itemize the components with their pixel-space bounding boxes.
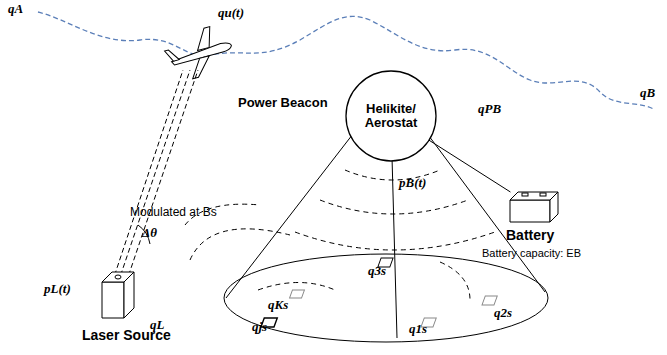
laser-source-box: Laser Source xyxy=(72,268,192,352)
angle-label: Δθ xyxy=(142,226,157,240)
waypoint-label: qA xyxy=(8,2,23,16)
laser-beam xyxy=(112,70,198,283)
wave-fronts xyxy=(185,170,495,300)
sensor-label: qKs xyxy=(268,298,288,312)
node-title: Helikite/ Aerostat xyxy=(352,102,430,131)
uav-trajectory xyxy=(38,12,655,110)
component-label: Power Beacon xyxy=(238,96,328,110)
sensor-label: q3s xyxy=(368,264,386,278)
power-beam-cone xyxy=(224,130,548,342)
sensor-icons xyxy=(261,258,497,327)
sensor-label: qjs xyxy=(252,320,267,334)
tether-line xyxy=(429,140,510,192)
power-label: pB(t) xyxy=(399,176,426,190)
sensor-label: q2s xyxy=(494,306,512,320)
power-label: pL(t) xyxy=(44,282,71,296)
sensor-label: q1s xyxy=(409,322,427,336)
battery-box: BatteryBattery capacity: EB xyxy=(482,190,632,266)
beacon-position-label: qPB xyxy=(478,102,501,116)
node-title: Battery xyxy=(506,228,554,243)
position-label: qL xyxy=(150,318,164,332)
uav-icon xyxy=(161,22,237,84)
waypoint-label: qB xyxy=(640,86,655,100)
uav-position-label: qu(t) xyxy=(218,6,244,20)
helikite-circle: Helikite/ Aerostat xyxy=(345,70,437,162)
modulation-note: Modulated at Bs xyxy=(130,206,217,219)
node-note: Battery capacity: EB xyxy=(482,247,581,259)
